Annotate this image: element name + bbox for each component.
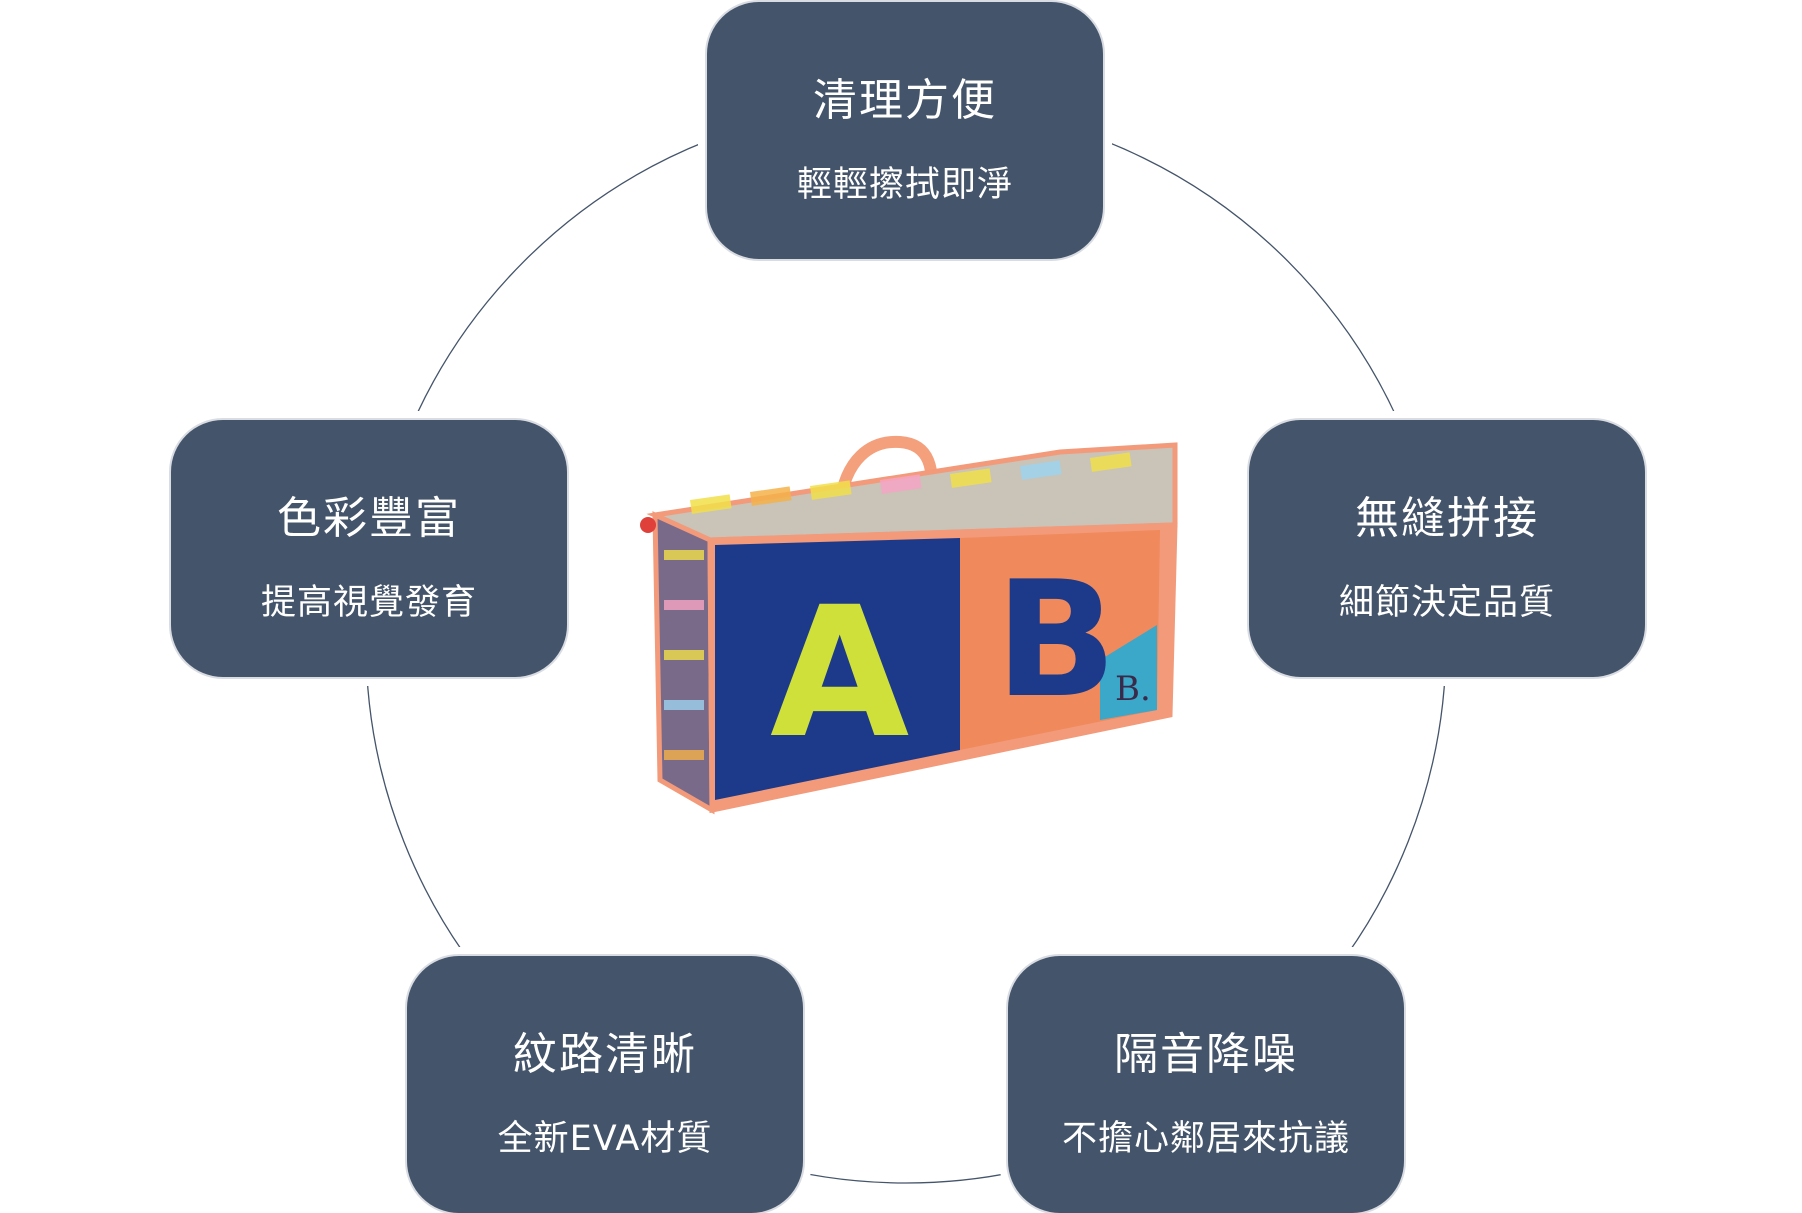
node-noise-reduction: 隔音降噪 不擔心鄰居來抗議 (1008, 956, 1404, 1213)
product-brand: B. (1115, 669, 1151, 709)
node-clear-texture: 紋路清晰 全新EVA材質 (407, 956, 803, 1213)
node-easy-clean: 清理方便 輕輕擦拭即淨 (707, 2, 1103, 259)
node-subtitle: 細節決定品質 (1338, 583, 1555, 623)
product-letter-a: A (770, 569, 909, 778)
node-subtitle: 全新EVA材質 (497, 1119, 713, 1159)
node-title: 清理方便 (813, 75, 997, 126)
node-title: 無縫拼接 (1355, 493, 1539, 544)
product-letter-b: B (995, 546, 1117, 733)
node-subtitle: 提高視覺發育 (260, 583, 477, 623)
node-rich-colors: 色彩豐富 提高視覺發育 (171, 420, 567, 677)
node-subtitle: 不擔心鄰居來抗議 (1061, 1119, 1350, 1159)
node-subtitle: 輕輕擦拭即淨 (796, 165, 1013, 205)
node-seamless-joint: 無縫拼接 細節決定品質 (1249, 420, 1645, 677)
node-title: 色彩豐富 (277, 493, 461, 544)
node-title: 紋路清晰 (513, 1029, 697, 1080)
product-image-foam-mat-bag: A B B. (630, 430, 1180, 820)
node-title: 隔音降噪 (1114, 1029, 1298, 1080)
